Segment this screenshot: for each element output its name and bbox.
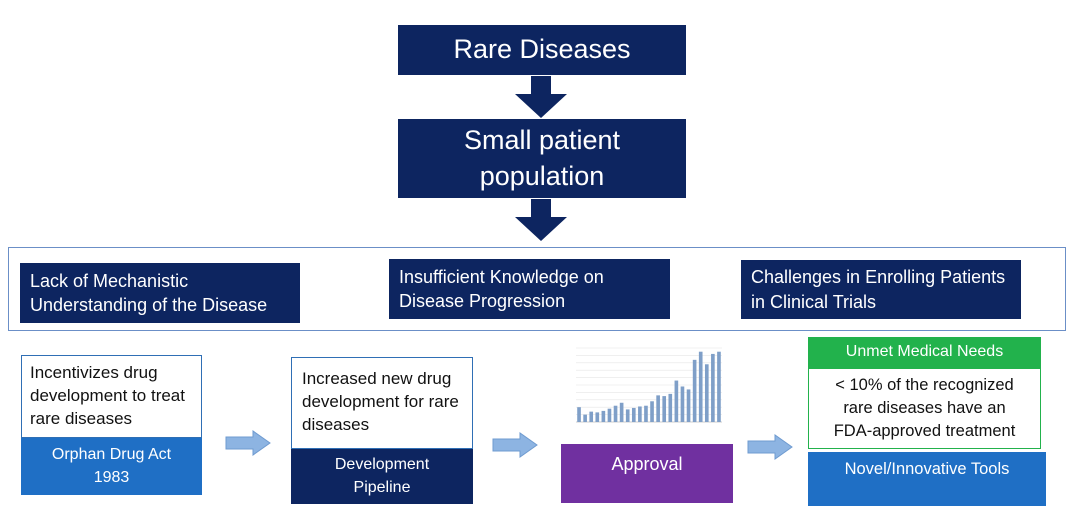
- chart-bar: [625, 409, 630, 422]
- chart-bar: [607, 408, 612, 422]
- approvals-bar-chart: [558, 342, 728, 442]
- unmet-description-box: < 10% of the recognized rare diseases ha…: [808, 368, 1041, 449]
- small-population-label: Small patient population: [463, 125, 621, 191]
- issue-progression: Insufficient Knowledge on Disease Progre…: [389, 259, 670, 319]
- orphan-description-box: Incentivizes drug development to treat r…: [21, 355, 202, 438]
- small-population-box: Small patient population: [398, 119, 686, 198]
- unmet-needs-label: Unmet Medical Needs: [845, 343, 1004, 361]
- novel-tools-label: Novel/Innovative Tools: [844, 460, 1010, 478]
- development-pipeline-label: Development Pipeline: [334, 456, 430, 496]
- chart-bar: [644, 405, 648, 422]
- issue-enrollment-label: Challenges in Enrolling Patients in Clin…: [751, 267, 1006, 312]
- chart-bar: [674, 380, 679, 422]
- right-arrow-icon: [492, 432, 538, 458]
- novel-tools-box: Novel/Innovative Tools: [808, 452, 1046, 506]
- chart-bar: [711, 353, 715, 422]
- right-arrow-icon: [747, 434, 793, 460]
- chart-bar: [613, 405, 618, 422]
- right-arrow-icon: [225, 430, 271, 456]
- chart-bar: [638, 406, 642, 422]
- approval-label: Approval: [611, 454, 683, 474]
- issue-progression-label: Insufficient Knowledge on Disease Progre…: [399, 266, 604, 311]
- pipeline-description-box: Increased new drug development for rare …: [291, 357, 473, 449]
- chart-bar: [686, 389, 691, 422]
- chart-bar: [631, 407, 636, 422]
- chart-bar: [680, 386, 685, 422]
- chart-bar: [601, 410, 606, 422]
- chart-bar: [717, 351, 721, 422]
- chart-bar: [662, 396, 667, 422]
- issue-mechanistic: Lack of Mechanistic Understanding of the…: [20, 263, 300, 323]
- rare-diseases-label: Rare Diseases: [453, 34, 631, 65]
- development-pipeline-box: Development Pipeline: [291, 449, 473, 504]
- chart-bar: [692, 359, 697, 422]
- chart-bar: [704, 364, 709, 422]
- issue-mechanistic-label: Lack of Mechanistic Understanding of the…: [30, 270, 268, 315]
- unmet-description: < 10% of the recognized rare diseases ha…: [833, 375, 1016, 441]
- rare-diseases-box: Rare Diseases: [398, 25, 686, 75]
- orphan-drug-act-label: Orphan Drug Act 1983: [51, 446, 172, 486]
- orphan-drug-act-box: Orphan Drug Act 1983: [21, 438, 202, 495]
- chart-bar: [589, 411, 594, 422]
- chart-bar: [577, 407, 581, 422]
- unmet-needs-header: Unmet Medical Needs: [808, 337, 1041, 368]
- chart-bar: [668, 393, 673, 422]
- chart-bar: [656, 395, 660, 422]
- chart-bar: [595, 412, 600, 422]
- orphan-description: Incentivizes drug development to treat r…: [30, 363, 185, 428]
- chart-bar: [650, 401, 654, 422]
- chart-bar: [698, 351, 703, 422]
- pipeline-description: Increased new drug development for rare …: [302, 369, 459, 434]
- approval-box: Approval: [561, 444, 733, 503]
- down-arrow-icon: [515, 199, 567, 241]
- chart-bar: [619, 402, 624, 422]
- down-arrow-icon: [515, 76, 567, 118]
- issue-enrollment: Challenges in Enrolling Patients in Clin…: [741, 260, 1021, 319]
- chart-bar: [583, 414, 587, 422]
